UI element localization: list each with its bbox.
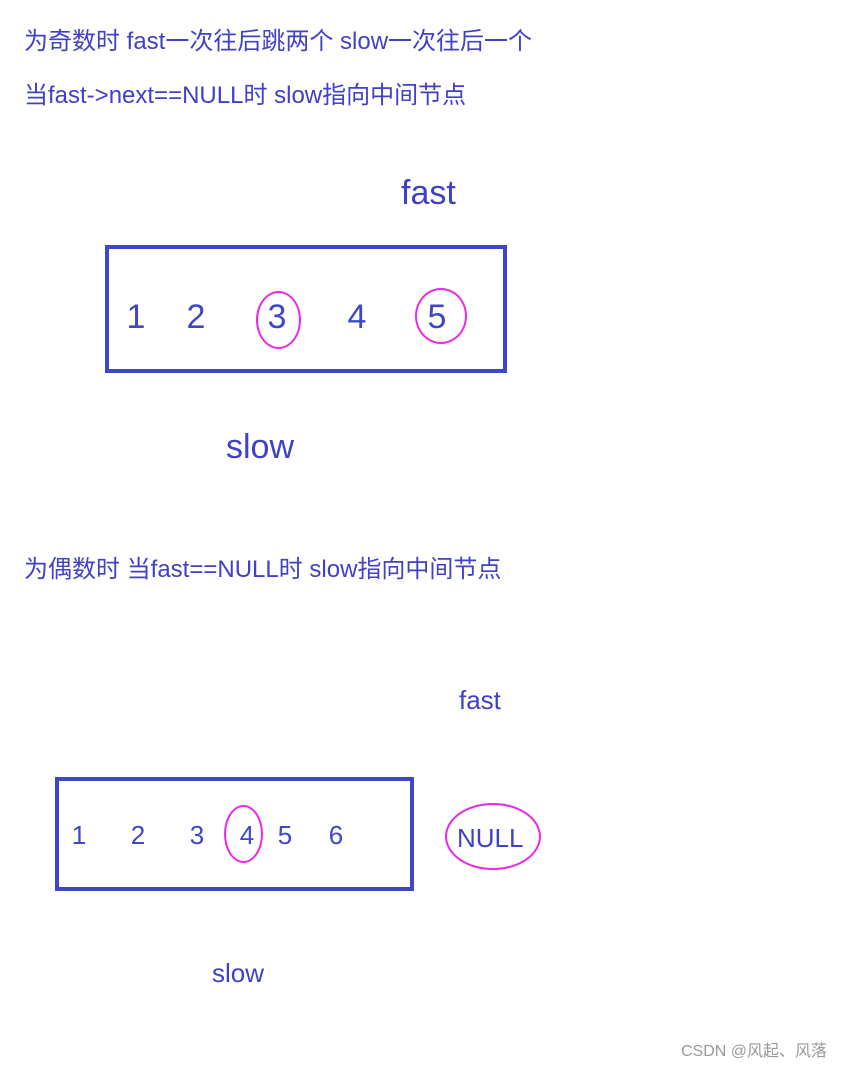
even-node-5: 5 (277, 820, 293, 850)
even-node-3: 3 (189, 820, 205, 850)
odd-list-box (105, 245, 507, 373)
odd-case-description: 为奇数时 fast一次往后跳两个 slow一次往后一个 (24, 28, 533, 55)
odd-node-4: 4 (347, 298, 367, 336)
even-node-1: 1 (71, 820, 87, 850)
odd-fast-label: fast (401, 174, 456, 212)
even-node-2: 2 (130, 820, 146, 850)
odd-node-1: 1 (126, 298, 146, 336)
null-label: NULL (457, 823, 524, 853)
odd-fast-marker-circle (415, 288, 467, 344)
even-fast-label: fast (459, 685, 501, 715)
csdn-watermark: CSDN @风起、风落 (680, 1043, 827, 1060)
odd-node-2: 2 (186, 298, 206, 336)
null-marker-circle (445, 803, 541, 870)
odd-case-condition: 当fast->next==NULL时 slow指向中间节点 (24, 82, 467, 109)
even-list-box (55, 777, 414, 891)
even-node-6: 6 (328, 820, 344, 850)
even-slow-marker-circle (224, 805, 263, 863)
even-slow-label: slow (212, 958, 265, 988)
even-case-condition: 为偶数时 当fast==NULL时 slow指向中间节点 (24, 556, 502, 583)
odd-slow-label: slow (226, 428, 295, 466)
odd-slow-marker-circle (256, 291, 301, 349)
